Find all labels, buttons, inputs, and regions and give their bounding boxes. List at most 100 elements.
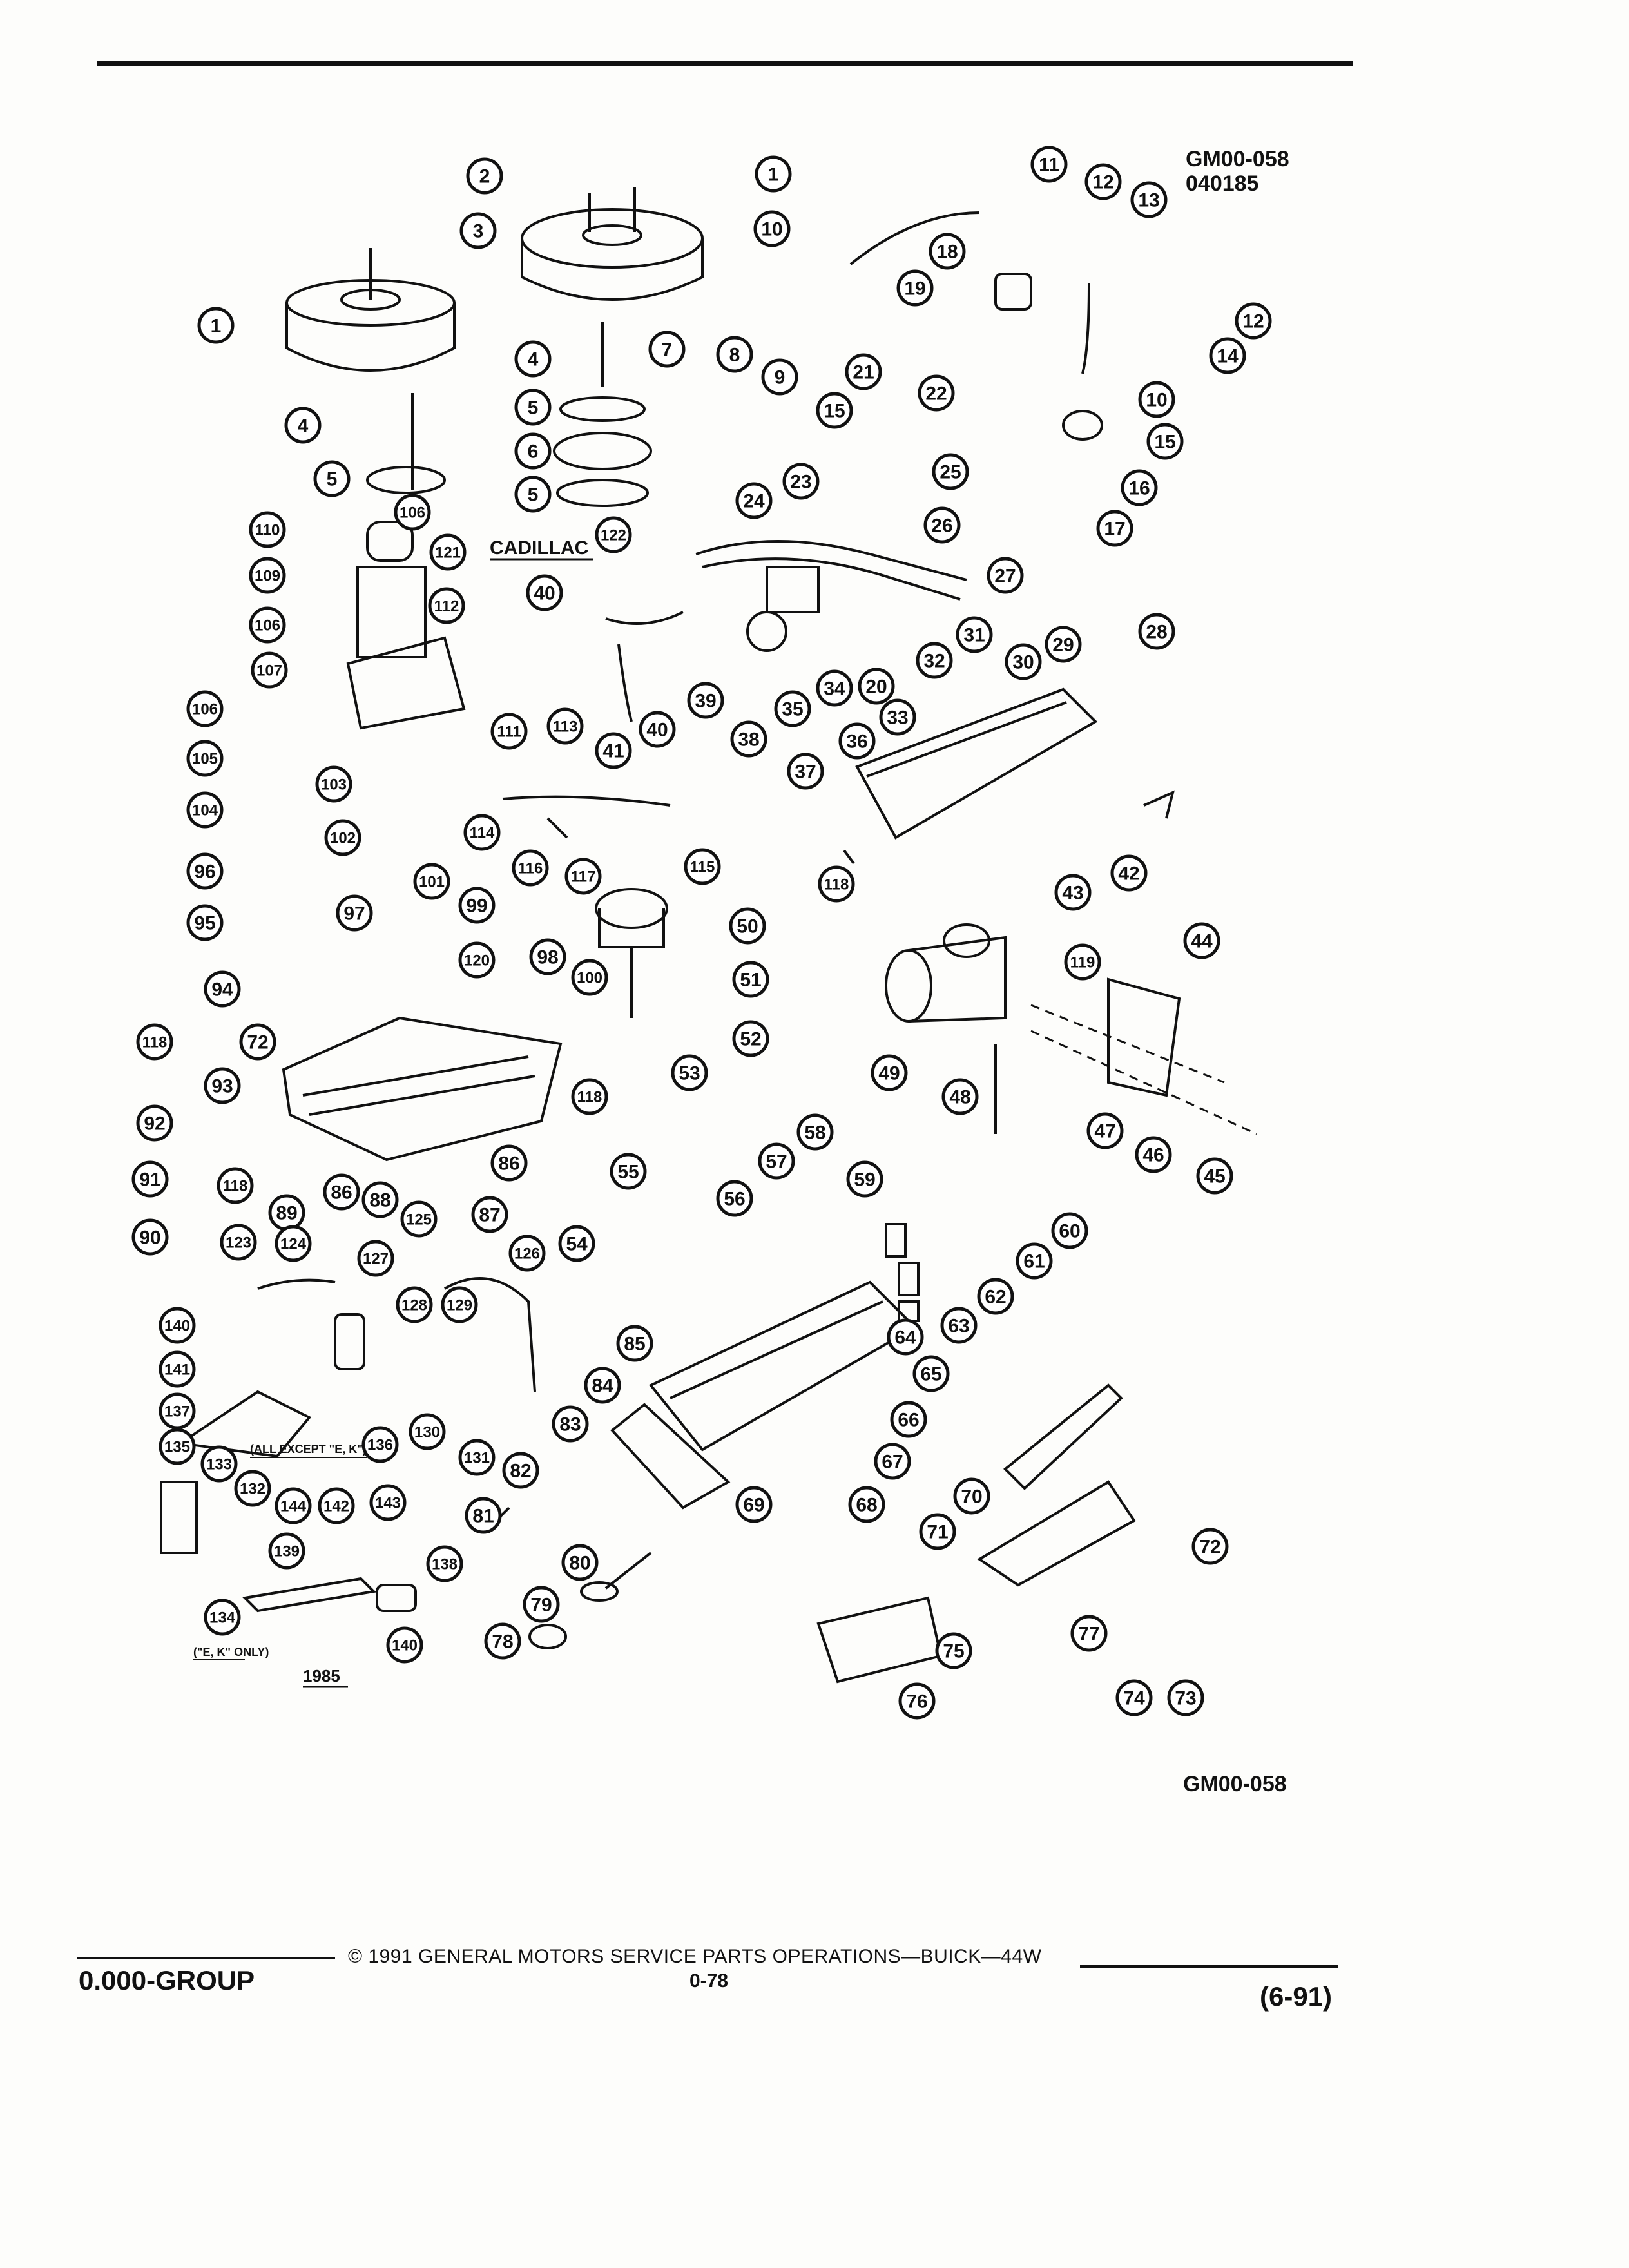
callout-circle <box>234 1470 271 1507</box>
callout-number: 39 <box>695 691 716 712</box>
copyright-line: © 1991 GENERAL MOTORS SERVICE PARTS OPER… <box>348 1946 1042 1967</box>
callout-number: 4 <box>528 349 539 370</box>
callout-5: 5 <box>514 476 552 513</box>
callout-125: 125 <box>400 1200 438 1238</box>
callout-67: 67 <box>874 1443 911 1480</box>
callout-circle <box>716 336 753 373</box>
callout-32: 32 <box>916 642 953 679</box>
callout-25: 25 <box>932 453 969 490</box>
callout-number: 57 <box>766 1151 787 1173</box>
callout-number: 29 <box>1052 635 1074 656</box>
callout-29: 29 <box>1045 626 1082 663</box>
callout-circle <box>159 1392 196 1430</box>
callout-circle <box>816 392 853 429</box>
callout-number: 28 <box>1146 622 1167 643</box>
callout-circle <box>732 1020 769 1057</box>
callout-circle <box>1016 1242 1053 1280</box>
callout-circle <box>571 1078 608 1115</box>
callout-number: 106 <box>192 701 218 718</box>
callout-number: 25 <box>940 462 961 483</box>
callout-number: 68 <box>856 1495 877 1516</box>
callout-number: 110 <box>255 522 280 539</box>
callout-number: 64 <box>894 1327 916 1349</box>
callout-number: 97 <box>343 903 365 925</box>
callout-55: 55 <box>610 1153 647 1190</box>
callout-circle <box>284 407 322 444</box>
callout-circle <box>458 941 496 979</box>
callout-6: 6 <box>514 432 552 470</box>
callout-number: 128 <box>401 1297 427 1314</box>
callout-circle <box>186 740 224 777</box>
callout-143: 143 <box>369 1484 407 1521</box>
callout-96: 96 <box>186 852 224 890</box>
callout-number: 119 <box>1070 954 1095 972</box>
callout-115: 115 <box>684 848 721 885</box>
callout-12: 12 <box>1084 163 1122 200</box>
callout-circle <box>1030 146 1068 183</box>
parts-artwork <box>160 187 1257 1684</box>
callout-circle <box>1183 922 1220 959</box>
callout-circle <box>940 1307 978 1344</box>
callout-number: 12 <box>1242 311 1264 332</box>
callout-127: 127 <box>357 1240 394 1277</box>
callout-circle <box>941 1078 979 1115</box>
callout-129: 129 <box>441 1286 478 1323</box>
callout-number: 92 <box>144 1113 165 1135</box>
callout-40: 40 <box>639 711 676 748</box>
callout-circle <box>1086 1112 1124 1149</box>
callout-number: 38 <box>738 729 759 751</box>
callout-circle <box>357 1240 394 1277</box>
callout-19: 19 <box>896 269 934 307</box>
callout-number: 121 <box>435 544 461 562</box>
callout-87: 87 <box>471 1196 508 1233</box>
callout-circle <box>159 1350 196 1388</box>
callout-circle <box>490 713 528 750</box>
callout-106: 106 <box>249 606 286 644</box>
callout-circle <box>465 1497 502 1534</box>
callout-66: 66 <box>890 1401 927 1438</box>
callout-50: 50 <box>729 907 766 945</box>
all-except-label: (ALL EXCEPT "E, K") <box>250 1443 367 1456</box>
callout-number: 18 <box>936 242 958 263</box>
callout-116: 116 <box>512 849 549 887</box>
callout-number: 133 <box>206 1456 232 1474</box>
callout-circle <box>1138 613 1175 650</box>
callout-circle <box>687 682 724 719</box>
callout-circle <box>514 340 552 378</box>
callout-number: 67 <box>882 1452 903 1473</box>
air-cleaner-left <box>285 248 456 372</box>
callout-69: 69 <box>735 1486 773 1523</box>
callout-number: 61 <box>1023 1251 1045 1273</box>
callout-circle <box>409 1413 446 1450</box>
callout-circle <box>796 1113 834 1151</box>
callout-number: 85 <box>624 1334 645 1355</box>
throttle-body-stack <box>346 521 466 730</box>
callout-36: 36 <box>838 722 876 760</box>
callout-circle <box>639 711 676 748</box>
callout-circle <box>1115 1679 1153 1716</box>
callout-number: 122 <box>601 527 626 544</box>
callout-number: 118 <box>577 1089 602 1106</box>
callout-5: 5 <box>514 389 552 426</box>
callout-61: 61 <box>1016 1242 1053 1280</box>
callout-number: 10 <box>1146 390 1167 411</box>
callout-number: 7 <box>662 340 673 361</box>
callout-circle <box>1051 1212 1088 1249</box>
callout-circle <box>512 849 549 887</box>
callout-circle <box>502 1452 539 1489</box>
callout-circle <box>484 1622 521 1660</box>
callout-54: 54 <box>558 1225 595 1262</box>
callout-79: 79 <box>523 1586 560 1623</box>
callout-78: 78 <box>484 1622 521 1660</box>
callout-90: 90 <box>131 1218 169 1256</box>
callout-62: 62 <box>977 1278 1014 1315</box>
callout-number: 72 <box>247 1032 268 1053</box>
callout-circle <box>729 907 766 945</box>
callout-number: 12 <box>1092 172 1113 193</box>
callout-number: 118 <box>142 1034 168 1052</box>
callout-132: 132 <box>234 1470 271 1507</box>
callout-circle <box>131 1218 169 1256</box>
air-cleaner-right <box>521 187 704 301</box>
grommet <box>843 849 855 865</box>
